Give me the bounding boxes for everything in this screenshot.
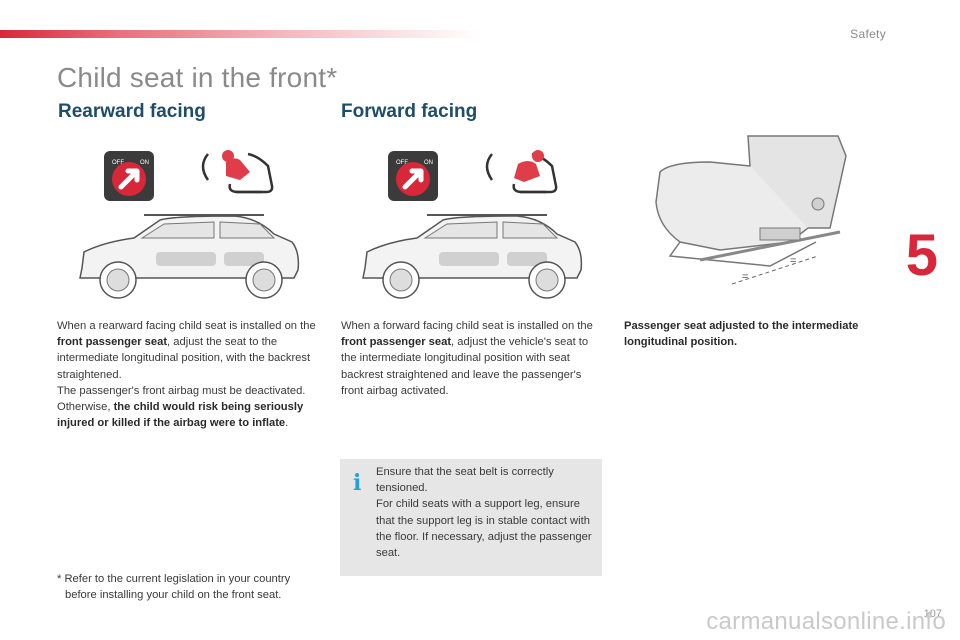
info-line-2: For child seats with a support leg, ensu…	[376, 498, 592, 560]
section-label: Safety	[850, 27, 886, 41]
airbag-off-text: OFF	[112, 160, 124, 166]
svg-text:=: =	[790, 255, 796, 267]
airbag-off-label-icon: OFF ON	[104, 151, 154, 201]
chapter-number: 5	[905, 223, 938, 288]
forward-heading: Forward facing	[341, 101, 478, 122]
footnote-line-2: before installing your child on the fron…	[65, 589, 282, 602]
airbag-on-text: ON	[140, 160, 149, 166]
info-icon: i	[353, 470, 362, 496]
page-title: Child seat in the front*	[57, 62, 338, 93]
car-illustration-forward	[362, 214, 583, 299]
watermark: carmanualsonline.info	[706, 608, 946, 635]
footnote-marker: *	[57, 573, 62, 585]
info-box: i Ensure that the seat belt is correctly…	[340, 459, 602, 576]
airbag-on-label-icon: OFF ON	[388, 151, 438, 201]
rearward-paragraph: When a rearward facing child seat is ins…	[57, 320, 316, 430]
page-number: 107	[923, 608, 942, 620]
rearward-heading: Rearward facing	[58, 101, 206, 122]
rearward-child-seat-icon	[201, 150, 274, 194]
footnote-line-1: Refer to the current legislation in your…	[64, 573, 291, 585]
info-line-1: Ensure that the seat belt is correctly t…	[376, 466, 554, 495]
seat-caption: Passenger seat adjusted to the intermedi…	[624, 320, 859, 349]
forward-paragraph: When a forward facing child seat is inst…	[341, 320, 593, 397]
footnote: * Refer to the current legislation in yo…	[57, 571, 327, 603]
forward-child-seat-icon	[485, 150, 558, 194]
svg-text:ON: ON	[424, 160, 433, 166]
svg-text:OFF: OFF	[396, 160, 408, 166]
svg-text:=: =	[742, 271, 748, 283]
passenger-seat-illustration: = =	[655, 135, 847, 285]
header-band	[0, 30, 480, 38]
car-illustration-rear	[79, 214, 300, 299]
